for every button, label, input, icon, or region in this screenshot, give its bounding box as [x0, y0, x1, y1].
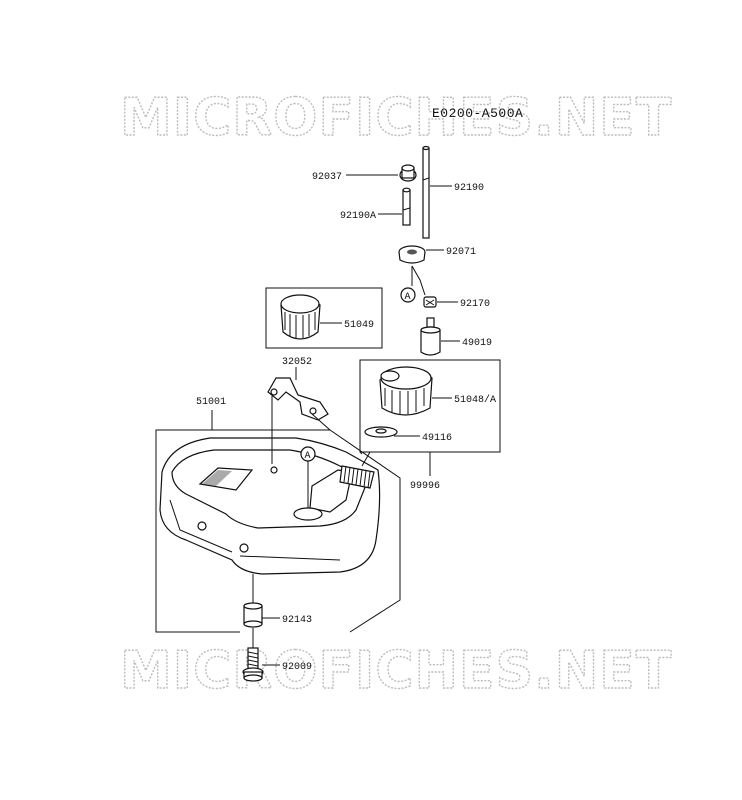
label-92037: 92037 — [312, 172, 342, 183]
part-32052-bracket[interactable] — [267, 377, 329, 421]
label-32052: 32052 — [282, 357, 312, 368]
label-92170: 92170 — [460, 299, 490, 310]
label-92143: 92143 — [282, 615, 312, 626]
part-92037-clamp[interactable] — [399, 164, 417, 182]
part-51048A-tank-cap[interactable] — [379, 366, 433, 416]
part-49019-fuel-filter[interactable] — [420, 317, 441, 356]
watermark-bottom: MICROFICHES.NET — [120, 641, 672, 701]
box-51049 — [265, 287, 383, 349]
reference-marker-tank: A — [300, 446, 316, 462]
label-49019: 49019 — [462, 338, 492, 349]
label-51048A: 51048/A — [454, 394, 496, 406]
part-92190-fuel-pipe[interactable] — [422, 145, 430, 239]
part-51049-tank-cap[interactable] — [280, 294, 321, 340]
watermark-top: MICROFICHES.NET — [120, 88, 672, 148]
label-92190A: 92190A — [340, 211, 376, 222]
label-49116: 49116 — [422, 433, 452, 444]
label-92071: 92071 — [446, 247, 476, 258]
part-51001-fuel-tank[interactable] — [159, 437, 381, 575]
part-92143-collar[interactable] — [243, 602, 263, 628]
part-92071-grommet[interactable] — [398, 245, 426, 264]
label-92009: 92009 — [282, 662, 312, 673]
label-51049: 51049 — [344, 320, 374, 331]
svg-text:A: A — [405, 292, 411, 303]
svg-text:A: A — [305, 451, 311, 462]
part-49116-gasket[interactable] — [364, 426, 398, 438]
part-92170-clip[interactable] — [423, 296, 437, 308]
label-51001: 51001 — [196, 397, 226, 408]
label-92190: 92190 — [454, 183, 484, 194]
diagram-code: E0200-A500A — [432, 106, 523, 121]
part-92009-screw[interactable] — [242, 647, 264, 682]
reference-marker-top: A — [400, 287, 416, 303]
part-92190A-fuel-pipe[interactable] — [402, 187, 411, 226]
label-99996: 99996 — [410, 481, 440, 492]
